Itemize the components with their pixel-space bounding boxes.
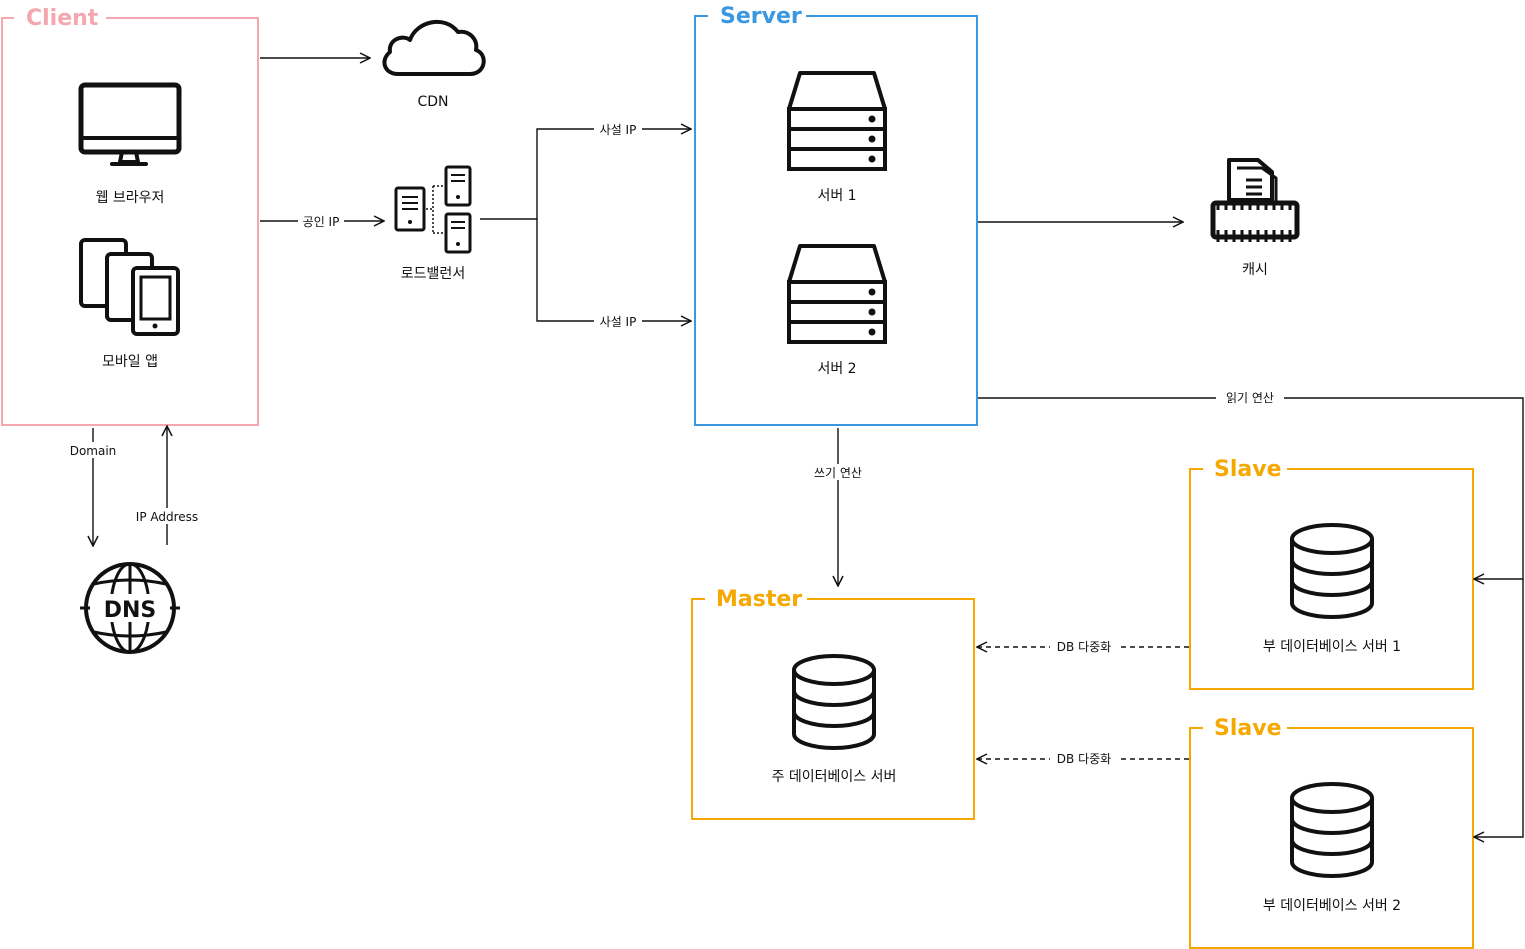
dns-icon-text: DNS [104, 598, 157, 623]
server-1-label: 서버 1 [817, 188, 856, 204]
slave-group-2-title: Slave [1214, 716, 1282, 741]
globe-icon: DNS [80, 562, 180, 654]
server-2-label: 서버 2 [817, 361, 856, 377]
database-icon-slave-1 [1290, 523, 1374, 619]
edge-public-ip-label: 공인 IP [303, 215, 340, 229]
database-icon-slave-2 [1290, 782, 1374, 878]
mobile-app-label: 모바일 앱 [102, 354, 158, 370]
monitor-icon [78, 82, 182, 166]
edge-public-ip: 공인 IP [260, 213, 384, 229]
edge-write-label: 쓰기 연산 [814, 466, 862, 480]
edge-replication-1: DB 다중화 [977, 639, 1189, 655]
database-icon-master [792, 654, 876, 750]
tablets-icon [79, 238, 180, 336]
edge-private-ip-label-2: 사설 IP [600, 315, 637, 329]
slave-group-2: Slave [1189, 714, 1474, 949]
edge-write: 쓰기 연산 [808, 428, 868, 586]
load-balancer-label: 로드밸런서 [401, 266, 465, 282]
edge-ip-address: IP Address [130, 426, 204, 545]
edge-private-ip-label-1: 사설 IP [600, 123, 637, 137]
web-browser-label: 웹 브라우저 [96, 190, 165, 206]
cdn-label: CDN [417, 94, 448, 110]
master-db-label: 주 데이터베이스 서버 [772, 769, 897, 785]
client-group: Client [1, 4, 259, 426]
edge-replication-label-2: DB 다중화 [1057, 752, 1111, 766]
memory-chip-icon [1210, 158, 1300, 242]
server-group: Server [694, 2, 978, 426]
client-group-title: Client [26, 6, 99, 31]
slave-db-1-label: 부 데이터베이스 서버 1 [1263, 639, 1401, 655]
edge-replication-2: DB 다중화 [977, 751, 1189, 767]
edge-domain: Domain [64, 428, 122, 546]
edge-replication-label-1: DB 다중화 [1057, 640, 1111, 654]
slave-group-1: Slave [1189, 455, 1474, 690]
slave-group-1-title: Slave [1214, 457, 1282, 482]
edge-domain-label: Domain [70, 444, 117, 458]
cache-label: 캐시 [1242, 262, 1268, 278]
cloud-icon [382, 20, 486, 76]
server-rack-icon-2 [787, 244, 887, 344]
server-rack-icon-1 [787, 71, 887, 171]
master-group: Master [691, 585, 975, 820]
edge-read-label: 읽기 연산 [1226, 391, 1274, 405]
slave-db-2-label: 부 데이터베이스 서버 2 [1263, 898, 1401, 914]
server-towers-icon [394, 165, 472, 254]
edge-private-ip: 사설 IP 사설 IP [480, 121, 691, 329]
edge-read: 읽기 연산 [978, 389, 1524, 837]
server-group-title: Server [720, 4, 802, 29]
master-group-title: Master [716, 587, 802, 612]
edge-ip-address-label: IP Address [136, 510, 198, 524]
